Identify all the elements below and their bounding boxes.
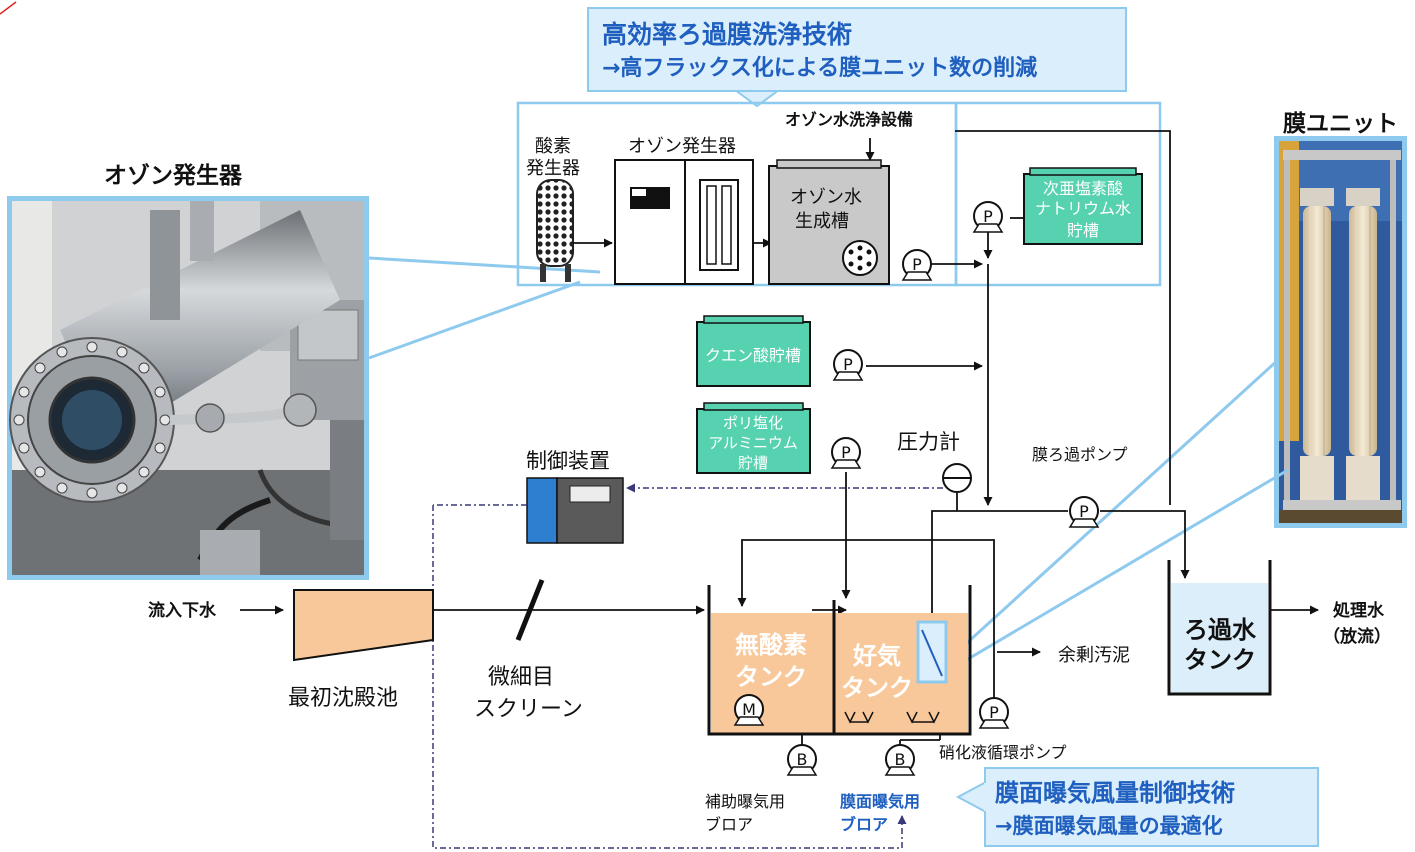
svg-text:P: P	[1079, 502, 1089, 521]
pac-tank	[696, 402, 811, 474]
filtrate-tank-label-2: タンク	[1184, 646, 1256, 674]
filtration-pump-label: 膜ろ過ポンプ	[1032, 445, 1128, 464]
svg-text:P: P	[989, 703, 999, 722]
membrane-photo-title: 膜ユニット	[1283, 111, 1398, 137]
svg-text:B: B	[895, 750, 906, 769]
pump-pac: P	[830, 437, 862, 469]
fine-screen-symbol	[515, 579, 545, 641]
svg-text:M: M	[742, 700, 756, 719]
pump-hypochlorite: P	[972, 201, 1004, 233]
controller-unit	[526, 477, 624, 544]
top-callout-title: 高効率ろ過膜洗浄技術	[602, 20, 852, 49]
aerobic-tank-label-1: 好気	[852, 642, 901, 670]
bottom-callout-title: 膜面曝気風量制御技術	[994, 779, 1235, 807]
mixer: M	[733, 694, 765, 726]
ozone-water-tank	[768, 159, 890, 285]
aux-blower-label-1: 補助曝気用	[705, 792, 785, 811]
excess-sludge-label: 余剰汚泥	[1058, 645, 1130, 666]
hypochlorite-label-3: 貯槽	[1067, 221, 1099, 240]
pressure-gauge	[942, 463, 972, 493]
svg-text:B: B	[797, 750, 808, 769]
primary-clarifier	[293, 589, 434, 662]
citric-acid-label: クエン酸貯槽	[705, 346, 801, 365]
bottom-callout: 膜面曝気風量制御技術 →膜面曝気風量の最適化	[955, 767, 1319, 847]
blower-membrane: B	[884, 744, 916, 776]
ozone-generator-photo	[7, 196, 369, 580]
pac-label-2: アルミニウム	[708, 434, 798, 452]
oxygen-generator	[536, 179, 574, 282]
effluent-label-2: （放流）	[1323, 626, 1391, 647]
anoxic-tank-label-1: 無酸素	[735, 631, 807, 659]
hypochlorite-label-2: ナトリウム水	[1035, 199, 1131, 218]
top-callout: 高効率ろ過膜洗浄技術 →高フラックス化による膜ユニット数の削減	[587, 7, 1127, 108]
ozone-generator-label: オゾン発生器	[628, 136, 736, 157]
pressure-gauge-label: 圧力計	[897, 430, 960, 454]
pac-label-3: 貯槽	[738, 454, 768, 472]
hypochlorite-label-1: 次亜塩素酸	[1043, 179, 1123, 198]
svg-text:P: P	[983, 207, 993, 226]
effluent-label-1: 処理水	[1332, 600, 1385, 621]
pump-ozone: P	[901, 249, 933, 281]
ozone-photo-title: オゾン発生器	[104, 162, 243, 189]
pac-label-1: ポリ塩化	[723, 414, 783, 432]
membrane-element	[916, 620, 948, 684]
citric-acid-tank	[696, 315, 811, 387]
svg-text:P: P	[841, 443, 851, 462]
aux-blower-label-2: ブロア	[705, 815, 753, 834]
ozone-tank-label-2: 生成槽	[795, 211, 849, 232]
pump-citric: P	[832, 349, 864, 381]
controller-label: 制御装置	[526, 449, 610, 473]
membrane-unit-photo	[1274, 136, 1407, 528]
ozone-generator-unit	[614, 159, 754, 285]
svg-text:P: P	[843, 355, 853, 374]
screen-label-2: スクリーン	[474, 697, 583, 722]
pump-membrane-filtration: P	[1068, 496, 1100, 528]
filtrate-tank	[1167, 560, 1272, 696]
blower-auxiliary: B	[786, 744, 818, 776]
hypochlorite-tank	[1023, 167, 1143, 245]
oxygen-generator-label-2: 発生器	[526, 158, 580, 179]
primary-clarifier-label: 最初沈殿池	[288, 686, 398, 711]
influent-label: 流入下水	[148, 600, 217, 621]
wash-system-frame	[954, 101, 1162, 287]
oxygen-generator-label-1: 酸素	[535, 136, 571, 157]
corner-mark	[0, 1, 17, 15]
aerobic-tank-label-2: タンク	[841, 674, 913, 702]
pump-nitrified-recirculation: P	[978, 697, 1010, 729]
filtrate-tank-label-1: ろ過水	[1184, 616, 1257, 644]
bottom-callout-subtitle: →膜面曝気風量の最適化	[995, 814, 1223, 838]
svg-text:P: P	[912, 255, 922, 274]
ozone-tank-label-1: オゾン水	[790, 187, 862, 208]
diffusers	[844, 711, 940, 724]
anoxic-tank-label-2: タンク	[735, 663, 807, 691]
nitrified-pump-label: 硝化液循環ポンプ	[939, 743, 1067, 762]
top-callout-subtitle: →高フラックス化による膜ユニット数の削減	[602, 55, 1037, 81]
wash-equipment-label: オゾン水洗浄設備	[785, 110, 913, 129]
mem-blower-label-1: 膜面曝気用	[840, 792, 920, 811]
mem-blower-label-2: ブロア	[840, 815, 888, 834]
screen-label-1: 微細目	[488, 665, 554, 690]
